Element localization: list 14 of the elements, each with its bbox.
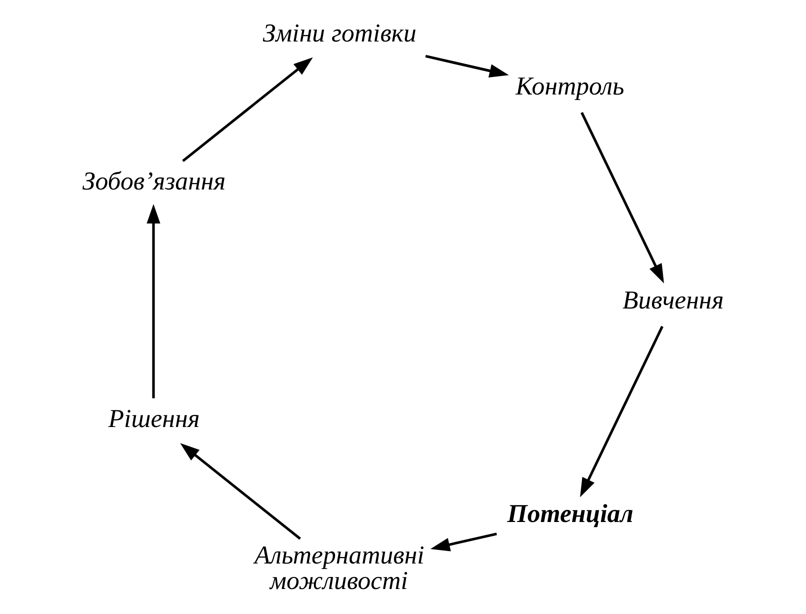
node-text: Альтернативні можливості <box>254 540 424 596</box>
node-text: Рішення <box>108 404 200 433</box>
arrow <box>182 57 312 162</box>
arrow <box>424 54 508 78</box>
node-text: Контроль <box>515 71 624 100</box>
node-text: Потенціал <box>506 499 633 528</box>
arrow <box>430 532 496 552</box>
arrow <box>580 112 664 284</box>
node-text: Зобов’язання <box>82 166 226 196</box>
node-text: Вивчення <box>622 285 724 314</box>
arrow <box>180 443 300 540</box>
arrow <box>580 326 663 498</box>
arrow <box>146 204 160 398</box>
node-text: Зміни готівки <box>262 18 416 48</box>
